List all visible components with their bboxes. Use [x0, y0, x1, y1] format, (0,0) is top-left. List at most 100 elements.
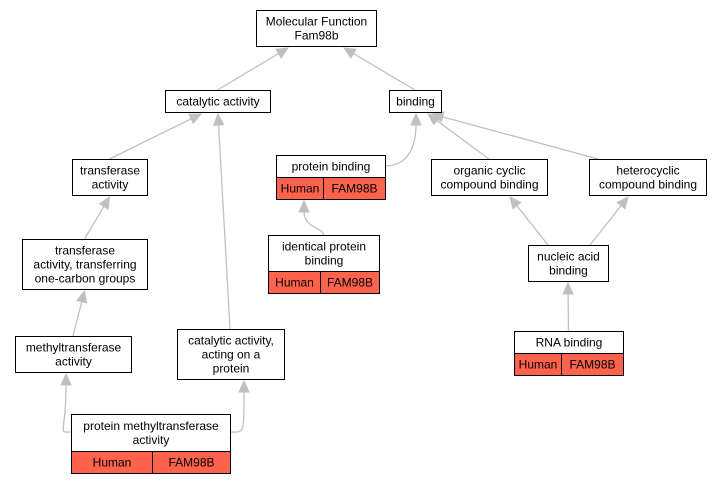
annotation-gene-label: FAM98B — [331, 182, 377, 196]
annotation-species-label: Human — [281, 182, 320, 196]
node-box — [256, 10, 377, 47]
arrow-head-icon — [616, 196, 629, 210]
node-label-line: organic cyclic — [453, 164, 525, 178]
node-label-line: activity — [133, 433, 170, 447]
node-label-line: activity — [92, 178, 129, 192]
edge-rna-binding-to-nucleic-acid-binding — [562, 281, 574, 332]
edge-protein-methyltransferase-activity-to-catalytic-activity-on-protein — [229, 379, 250, 433]
node-box — [165, 90, 271, 113]
node-label-line: Molecular Function — [266, 15, 367, 29]
edge-line — [352, 52, 416, 91]
edge-protein-methyltransferase-activity-to-methyltransferase-activity — [60, 372, 72, 433]
arrow-head-icon — [76, 289, 88, 304]
node-label-line: protein binding — [292, 160, 371, 174]
node-label-line: catalytic activity — [176, 95, 259, 109]
edge-methyltransferase-activity-to-transferase-activity-one-carbon — [72, 289, 88, 337]
annotation-species-label: Human — [519, 358, 558, 372]
edge-identical-protein-binding-to-protein-binding — [298, 199, 325, 236]
arrow-head-icon — [562, 281, 574, 295]
node-label-line: identical protein — [282, 240, 366, 254]
arrow-head-icon — [188, 113, 203, 125]
edge-line — [109, 117, 193, 160]
edge-binding-to-molecular-function — [342, 47, 416, 91]
arrow-head-icon — [342, 47, 357, 59]
annotation-gene-cell — [152, 451, 231, 474]
node-box — [528, 245, 609, 282]
node-box — [389, 90, 442, 113]
node-label-line: Fam98b — [294, 29, 338, 43]
edge-line — [589, 204, 623, 246]
annotation-gene-label: FAM98B — [327, 276, 373, 290]
node-catalytic-activity[interactable]: catalytic activity — [165, 90, 271, 113]
node-label-line: nucleic acid — [537, 250, 600, 264]
node-label-line: compound binding — [599, 178, 697, 192]
node-box — [589, 159, 707, 196]
arrow-head-icon — [298, 199, 310, 213]
edge-line — [384, 123, 417, 167]
node-label-line: protein — [213, 362, 250, 376]
edge-nucleic-acid-binding-to-heterocyclic-compound-binding — [589, 196, 629, 246]
node-box — [72, 159, 148, 196]
arrow-head-icon — [275, 47, 290, 59]
edge-line — [217, 123, 231, 330]
edge-line — [303, 210, 325, 236]
edge-line — [62, 383, 72, 433]
node-label-line: transferase — [80, 164, 140, 178]
edge-line — [83, 205, 105, 240]
edge-heterocyclic-compound-binding-to-binding — [430, 111, 599, 160]
annotation-gene-label: FAM98B — [569, 358, 615, 372]
edge-transferase-activity-one-carbon-to-transferase-activity — [83, 195, 111, 240]
edge-line — [72, 300, 83, 337]
annotation-gene-cell — [561, 353, 624, 376]
node-label-line: methyltransferase — [26, 341, 122, 355]
node-label-line: heterocyclic — [616, 164, 679, 178]
annotation-gene-label: FAM98B — [168, 456, 214, 470]
node-box — [15, 336, 132, 373]
edge-line — [229, 390, 245, 433]
arrow-head-icon — [60, 372, 72, 386]
edge-nucleic-acid-binding-to-organic-cyclic-compound-binding — [509, 196, 549, 246]
node-label-line: activity, transferring — [33, 258, 136, 272]
edges-layer — [60, 47, 629, 433]
node-box — [268, 235, 380, 272]
annotation-species-label: Human — [275, 276, 314, 290]
arrow-head-icon — [430, 111, 445, 123]
edge-catalytic-activity-on-protein-to-catalytic-activity — [212, 112, 231, 330]
node-box — [431, 159, 548, 196]
edge-line — [435, 119, 490, 160]
node-label-line: acting on a — [202, 348, 261, 362]
node-box — [177, 329, 285, 380]
edge-line — [217, 52, 280, 91]
node-label-line: activity — [55, 355, 92, 369]
node-box — [22, 239, 148, 290]
node-box — [71, 414, 231, 452]
arrow-head-icon — [212, 112, 225, 126]
node-label-line: binding — [549, 264, 588, 278]
node-label-line: catalytic activity, — [188, 334, 274, 348]
arrow-head-icon — [509, 196, 522, 210]
arrow-head-icon — [238, 379, 250, 393]
edge-transferase-activity-to-catalytic-activity — [109, 113, 203, 160]
node-binding[interactable]: binding — [389, 90, 442, 113]
node-label-line: transferase — [55, 244, 115, 258]
arrow-head-icon — [410, 112, 422, 126]
node-label-line: RNA binding — [536, 336, 603, 350]
edge-catalytic-activity-to-molecular-function — [217, 47, 290, 91]
edge-line — [441, 115, 599, 160]
node-label-line: binding — [305, 254, 344, 268]
edge-protein-binding-to-binding — [384, 112, 422, 167]
annotation-species-label: Human — [93, 456, 132, 470]
